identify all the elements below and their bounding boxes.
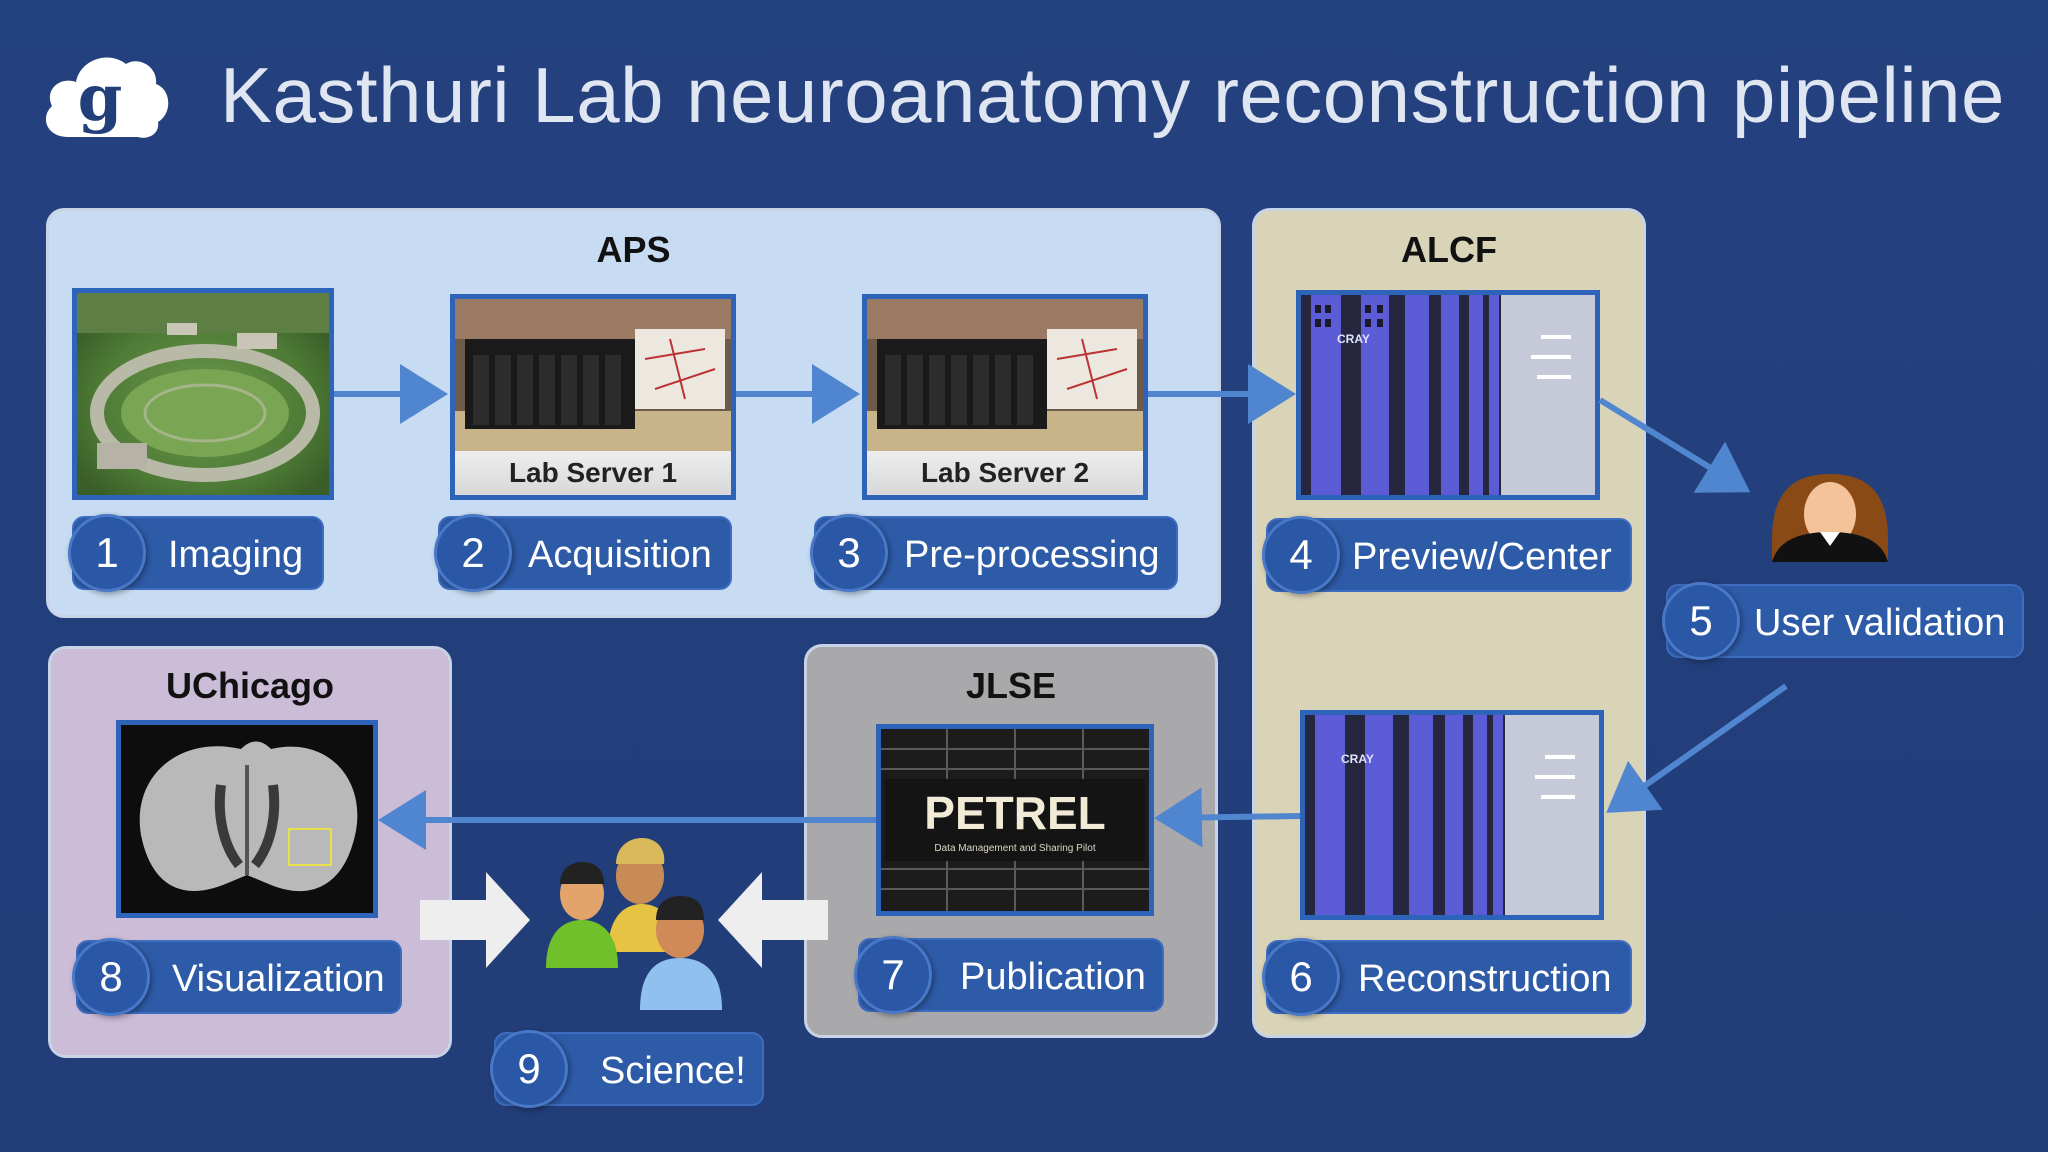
scientists-icon [546,838,722,1010]
step-5-user-validation: 5 User validation [1662,582,2024,660]
user-icon [1772,474,1888,562]
step-5-label: User validation [1754,602,2006,644]
lab-server-2-caption: Lab Server 2 [867,451,1143,495]
step-6-label: Reconstruction [1358,958,1612,1000]
step-3-number: 3 [810,514,888,592]
step-4-number: 4 [1262,516,1340,594]
step-4-preview-center: 4 Preview/Center [1262,516,1632,594]
step-6-reconstruction: 6 Reconstruction [1262,938,1632,1016]
step-1-number: 1 [68,514,146,592]
step-3-label: Pre-processing [904,534,1160,576]
petrel-image: PETREL Data Management and Sharing Pilot [876,724,1154,916]
step-8-visualization: 8 Visualization [72,938,402,1016]
petrel-subtitle: Data Management and Sharing Pilot [934,843,1095,854]
step-2-label: Acquisition [528,534,712,576]
step-5-number: 5 [1662,582,1740,660]
brain-scan-image [116,720,378,918]
step-1-imaging: 1 Imaging [68,514,324,592]
lab-server-1-image: Lab Server 1 [450,294,736,500]
step-6-number: 6 [1262,938,1340,1016]
step-4-label: Preview/Center [1352,536,1612,578]
lab-server-2-image: Lab Server 2 [862,294,1148,500]
globus-cloud-icon: g [45,57,169,138]
cray-supercomputer-image-1: CRAY [1296,290,1600,500]
cray-supercomputer-image-2: CRAY [1300,710,1604,920]
step-8-number: 8 [72,938,150,1016]
jlse-label: JLSE [965,665,1057,706]
cray-label-1: CRAY [1337,332,1370,346]
step-2-number: 2 [434,514,512,592]
step-9-science: 9 Science! [490,1030,764,1108]
uchicago-label: UChicago [165,665,334,706]
lab-server-1-caption: Lab Server 1 [455,451,731,495]
slide-title: Kasthuri Lab neuroanatomy reconstruction… [220,51,2005,139]
step-9-label: Science! [600,1050,746,1092]
alcf-label: ALCF [1401,229,1497,270]
cray-label-2: CRAY [1341,752,1374,766]
step-1-label: Imaging [168,534,304,576]
aps-label: APS [596,229,671,270]
step-8-label: Visualization [172,958,385,1000]
aps-aerial-image [72,288,334,500]
step-3-preprocessing: 3 Pre-processing [810,514,1178,592]
petrel-title: PETREL [924,787,1105,839]
step-7-publication: 7 Publication [854,936,1164,1014]
svg-text:g: g [78,61,123,136]
step-2-acquisition: 2 Acquisition [434,514,732,592]
step-9-number: 9 [490,1030,568,1108]
step-7-label: Publication [960,956,1146,998]
step-7-number: 7 [854,936,932,1014]
